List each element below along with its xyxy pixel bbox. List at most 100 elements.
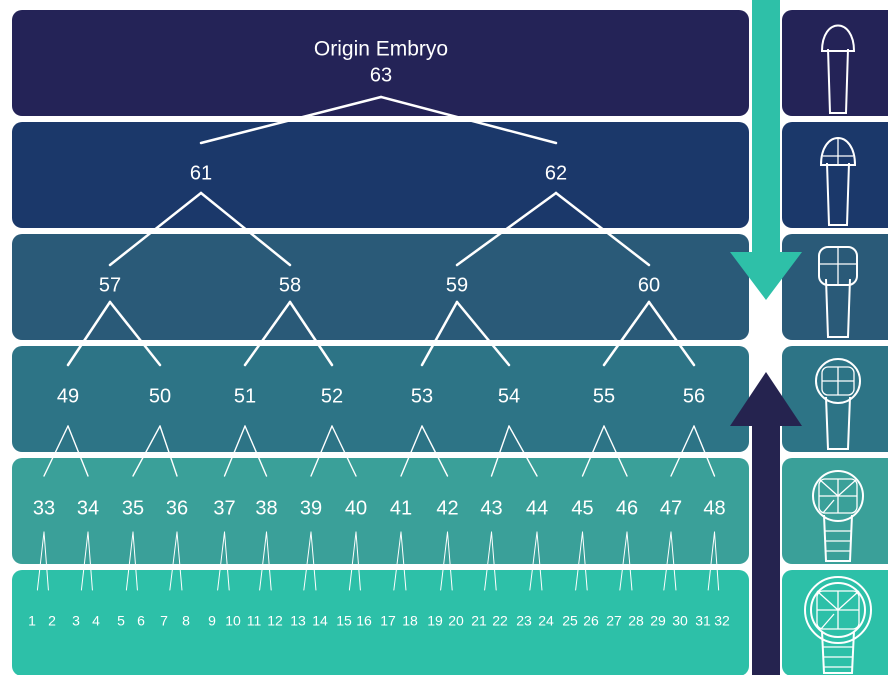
node-label: 39 — [300, 497, 322, 519]
tree-edge — [217, 531, 225, 591]
tree-edge — [87, 531, 93, 591]
node-label: 40 — [345, 497, 367, 519]
leaf-node-label: 3 — [72, 613, 80, 629]
up-arrow-head — [730, 372, 802, 426]
leaf-node-label: 20 — [448, 613, 464, 629]
tree-edge — [455, 300, 511, 367]
tree-edges — [36, 95, 720, 591]
leaf-node-label: 9 — [208, 613, 216, 629]
tree-edge — [420, 300, 459, 367]
side-panel — [782, 10, 888, 675]
node-label: 53 — [411, 385, 433, 407]
leaf-node-label: 5 — [117, 613, 125, 629]
node-label: 45 — [571, 497, 593, 519]
tree-edge — [393, 531, 402, 591]
tree-edge — [619, 531, 628, 591]
level-band — [12, 458, 749, 564]
tree-edge — [303, 531, 312, 591]
leaf-node-label: 10 — [225, 613, 241, 629]
node-label: 42 — [436, 497, 458, 519]
node-label: 37 — [213, 497, 235, 519]
leaf-node-label: 23 — [516, 613, 532, 629]
node-label: 46 — [616, 497, 638, 519]
tree-edge — [223, 425, 246, 477]
tree-edge — [355, 531, 361, 591]
tree-edge — [244, 425, 268, 477]
tree-edge — [647, 300, 696, 367]
tree-edge — [132, 531, 138, 591]
node-label: 55 — [593, 385, 615, 407]
side-band — [782, 122, 888, 228]
tree-edge — [125, 531, 134, 591]
tree-edge — [484, 531, 492, 591]
tree-edge — [176, 531, 183, 591]
leaf-node-label: 25 — [562, 613, 578, 629]
tree-edge — [663, 531, 672, 591]
tree-edge — [66, 300, 112, 367]
embryo-stage-1-icon — [820, 24, 856, 114]
tree-edge — [529, 531, 538, 591]
tree-edge — [400, 531, 407, 591]
leaf-node-label: 21 — [471, 613, 487, 629]
level-bands — [12, 10, 749, 675]
leaf-node-label: 17 — [380, 613, 396, 629]
leaf-node-label: 18 — [402, 613, 418, 629]
level-band — [12, 570, 749, 675]
tree-edge — [714, 531, 720, 591]
tree-edge — [331, 425, 357, 477]
node-label: 48 — [703, 497, 725, 519]
node-label: 62 — [545, 162, 567, 184]
tree-edge — [536, 531, 543, 591]
leaf-node-label: 1 — [28, 613, 36, 629]
leaf-node-label: 2 — [48, 613, 56, 629]
embryo-stage-5-icon — [812, 470, 864, 562]
tree-edge — [43, 425, 69, 477]
side-band — [782, 346, 888, 452]
tree-edge — [43, 531, 49, 591]
leaf-node-label: 28 — [628, 613, 644, 629]
leaf-node-label: 22 — [492, 613, 508, 629]
side-band — [782, 458, 888, 564]
tree-edge — [582, 531, 588, 591]
node-label: 34 — [77, 497, 99, 519]
node-label: 60 — [638, 274, 660, 296]
leaf-node-label: 27 — [606, 613, 622, 629]
tree-edge — [508, 425, 538, 477]
level-band — [12, 122, 749, 228]
tree-edge — [490, 425, 510, 477]
node-label: 58 — [279, 274, 301, 296]
node-label: 36 — [166, 497, 188, 519]
tree-edge — [169, 531, 178, 591]
leaf-node-label: 14 — [312, 613, 328, 629]
node-label: 63 — [370, 64, 392, 86]
tree-edge — [310, 425, 333, 477]
node-label: 51 — [234, 385, 256, 407]
leaf-node-label: 19 — [427, 613, 443, 629]
tree-edge — [491, 531, 497, 591]
tree-edge — [581, 425, 605, 477]
level-band — [12, 346, 749, 452]
tree-edge — [670, 425, 695, 477]
node-label: 44 — [526, 497, 548, 519]
level-band — [12, 10, 749, 116]
up-arrow-shaft — [752, 420, 780, 675]
leaf-node-label: 32 — [714, 613, 730, 629]
leaf-node-label: 31 — [695, 613, 711, 629]
tree-edge — [421, 425, 449, 477]
leaf-node-label: 6 — [137, 613, 145, 629]
tree-edge — [108, 300, 162, 367]
leaf-node-label: 30 — [672, 613, 688, 629]
node-label: 47 — [660, 497, 682, 519]
tree-edge — [554, 191, 651, 267]
tree-edge — [400, 425, 423, 477]
leaf-node-label: 16 — [356, 613, 372, 629]
leaf-node-label: 13 — [290, 613, 306, 629]
tree-edge — [440, 531, 448, 591]
tree-edge — [348, 531, 357, 591]
node-label: 50 — [149, 385, 171, 407]
tree-edge — [707, 531, 715, 591]
node-label: 49 — [57, 385, 79, 407]
tree-edge — [132, 425, 161, 477]
node-label: 61 — [190, 162, 212, 184]
